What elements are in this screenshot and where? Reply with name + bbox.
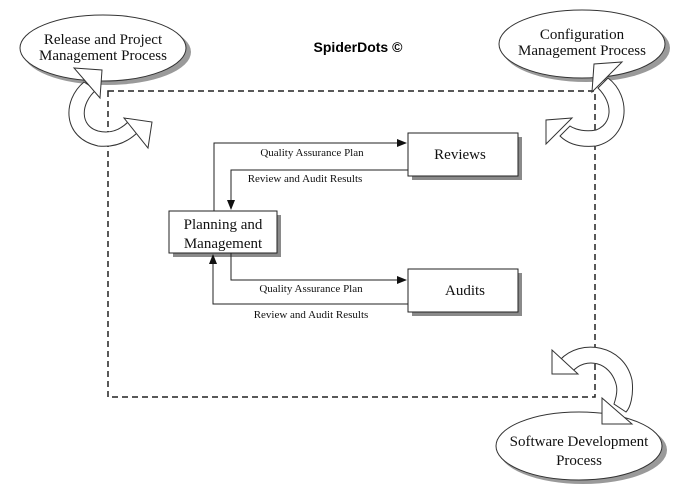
watermark: SpiderDots © [314,39,404,55]
qa-plan-to-reviews-arrow [213,139,407,211]
planning-label-line1: Planning and [184,217,263,233]
planning-label-line2: Management [184,236,263,252]
results-from-reviews-arrow [227,169,408,210]
planning-management-box: Planning and Management [168,210,281,257]
results-from-audits-arrow [209,254,408,305]
audits-label: Audits [445,283,485,299]
configuration-process: Configuration Management Process [498,9,670,82]
configuration-process-line1: Configuration [540,27,625,43]
release-cycle-arrow-icon [68,67,153,150]
results-audits-label: Review and Audit Results [254,309,369,321]
qa-plan-audits-label: Quality Assurance Plan [259,283,363,295]
sqa-boundary [107,90,596,398]
qa-plan-to-audits-arrow [230,253,407,284]
qa-plan-reviews-label: Quality Assurance Plan [260,147,364,159]
results-reviews-label: Review and Audit Results [248,173,363,185]
release-process-line1: Release and Project [44,32,163,48]
software-process: Software Development Process [495,411,667,484]
configuration-process-line2: Management Process [518,43,646,59]
release-process-line2: Management Process [39,48,167,64]
software-cycle-arrow-icon [551,346,634,425]
software-process-line2: Process [556,453,602,469]
reviews-label: Reviews [434,147,486,163]
release-process: Release and Project Management Process [19,14,191,85]
audits-box: Audits [407,268,522,316]
reviews-box: Reviews [407,132,522,180]
configuration-cycle-arrow-icon [545,61,625,147]
software-process-line1: Software Development [510,434,650,450]
